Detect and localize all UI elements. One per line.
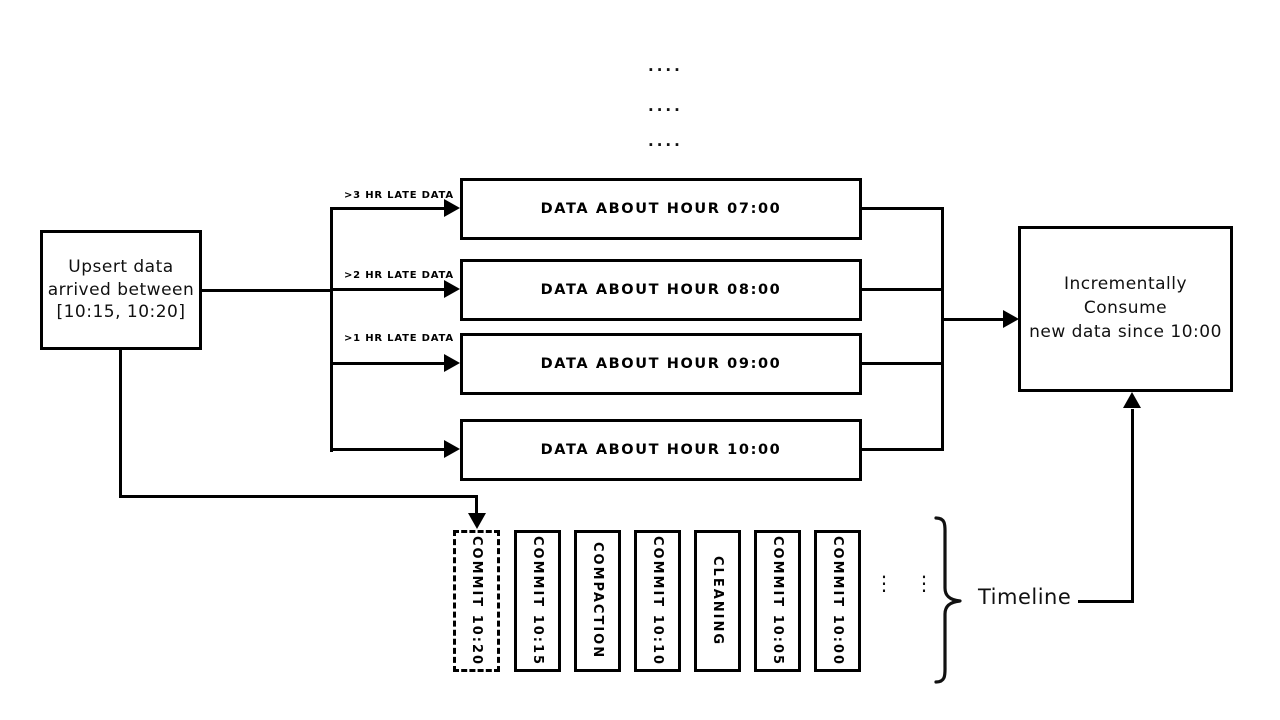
- branch-line-hour-07: [330, 207, 446, 210]
- late-data-label-2hr: >2 HR LATE DATA: [344, 270, 454, 281]
- hour-partition-box-08[interactable]: DATA ABOUT HOUR 08:00: [460, 259, 862, 321]
- collector-bus-line: [941, 207, 944, 451]
- hour-partition-label-10: DATA ABOUT HOUR 10:00: [540, 442, 782, 458]
- branch-arrowhead-hour-09: [444, 354, 460, 372]
- collector-stub-hour-09: [860, 362, 944, 365]
- timeline-instant-label: COMMIT 10:00: [830, 535, 845, 667]
- consume-arrowhead: [1003, 310, 1019, 328]
- brace-icon: [934, 516, 962, 684]
- upsert-to-bus-line: [202, 289, 332, 292]
- timeline-instant-label: CLEANING: [710, 555, 725, 647]
- timeline-instant-label: COMMIT 10:20: [469, 535, 484, 667]
- ellipsis-glyph: ⋮: [914, 571, 934, 595]
- timeline-to-consume-line: [1078, 600, 1134, 603]
- incremental-consume-box[interactable]: Incrementally Consume new data since 10:…: [1018, 226, 1233, 392]
- branch-arrowhead-hour-07: [444, 199, 460, 217]
- upsert-to-timeline-down-line: [119, 350, 122, 498]
- branch-line-hour-10: [330, 448, 446, 451]
- timeline-ellipsis-2: ⋮: [914, 571, 934, 595]
- hour-partition-label-07: DATA ABOUT HOUR 07:00: [540, 201, 782, 217]
- timeline-instant-cleaning[interactable]: CLEANING: [694, 530, 741, 672]
- hour-partition-box-07[interactable]: DATA ABOUT HOUR 07:00: [460, 178, 862, 240]
- vertical-continuation-dots-3: ....: [648, 132, 683, 150]
- timeline-instant-commit-1015[interactable]: COMMIT 10:15: [514, 530, 561, 672]
- upsert-to-timeline-right-line: [119, 495, 478, 498]
- upsert-data-label: Upsert data arrived between [10:15, 10:2…: [47, 256, 195, 323]
- fanout-bus-line: [330, 207, 333, 452]
- collector-stub-hour-07: [860, 207, 944, 210]
- timeline-drop-line: [475, 495, 478, 523]
- hour-partition-box-09[interactable]: DATA ABOUT HOUR 09:00: [460, 333, 862, 395]
- timeline-instant-label: COMMIT 10:05: [770, 535, 785, 667]
- timeline-instant-commit-1005[interactable]: COMMIT 10:05: [754, 530, 801, 672]
- vertical-continuation-dots-2: ....: [648, 97, 683, 115]
- timeline-instant-label: COMMIT 10:15: [530, 535, 545, 667]
- timeline-instant-commit-1020[interactable]: COMMIT 10:20: [453, 530, 500, 672]
- timeline-instant-compaction[interactable]: COMPACTION: [574, 530, 621, 672]
- timeline-to-consume-up-line: [1131, 409, 1134, 601]
- branch-arrowhead-hour-10: [444, 440, 460, 458]
- hour-partition-label-08: DATA ABOUT HOUR 08:00: [540, 282, 782, 298]
- timeline-commit-arrowhead: [468, 513, 486, 529]
- upsert-data-box[interactable]: Upsert data arrived between [10:15, 10:2…: [40, 230, 202, 350]
- hour-partition-box-10[interactable]: DATA ABOUT HOUR 10:00: [460, 419, 862, 481]
- timeline-brace: [932, 516, 966, 684]
- branch-line-hour-08: [330, 288, 446, 291]
- late-data-label-3hr: >3 HR LATE DATA: [344, 190, 454, 201]
- timeline-ellipsis-1: ⋮: [874, 571, 894, 595]
- hour-partition-label-09: DATA ABOUT HOUR 09:00: [540, 356, 782, 372]
- timeline-instant-label: COMMIT 10:10: [650, 535, 665, 667]
- collector-to-consume-line: [941, 318, 1007, 321]
- collector-stub-hour-10: [860, 448, 944, 451]
- incremental-consume-label: Incrementally Consume new data since 10:…: [1029, 274, 1222, 342]
- timeline-to-consume-arrowhead: [1123, 392, 1141, 408]
- timeline-instant-commit-1000[interactable]: COMMIT 10:00: [814, 530, 861, 672]
- late-data-label-1hr: >1 HR LATE DATA: [344, 333, 454, 344]
- ellipsis-glyph: ⋮: [874, 571, 894, 595]
- branch-arrowhead-hour-08: [444, 280, 460, 298]
- vertical-continuation-dots-1: ....: [648, 57, 683, 75]
- timeline-instant-commit-1010[interactable]: COMMIT 10:10: [634, 530, 681, 672]
- timeline-label: Timeline: [978, 585, 1072, 609]
- timeline-instant-label: COMPACTION: [590, 542, 605, 660]
- branch-line-hour-09: [330, 362, 446, 365]
- collector-stub-hour-08: [860, 288, 944, 291]
